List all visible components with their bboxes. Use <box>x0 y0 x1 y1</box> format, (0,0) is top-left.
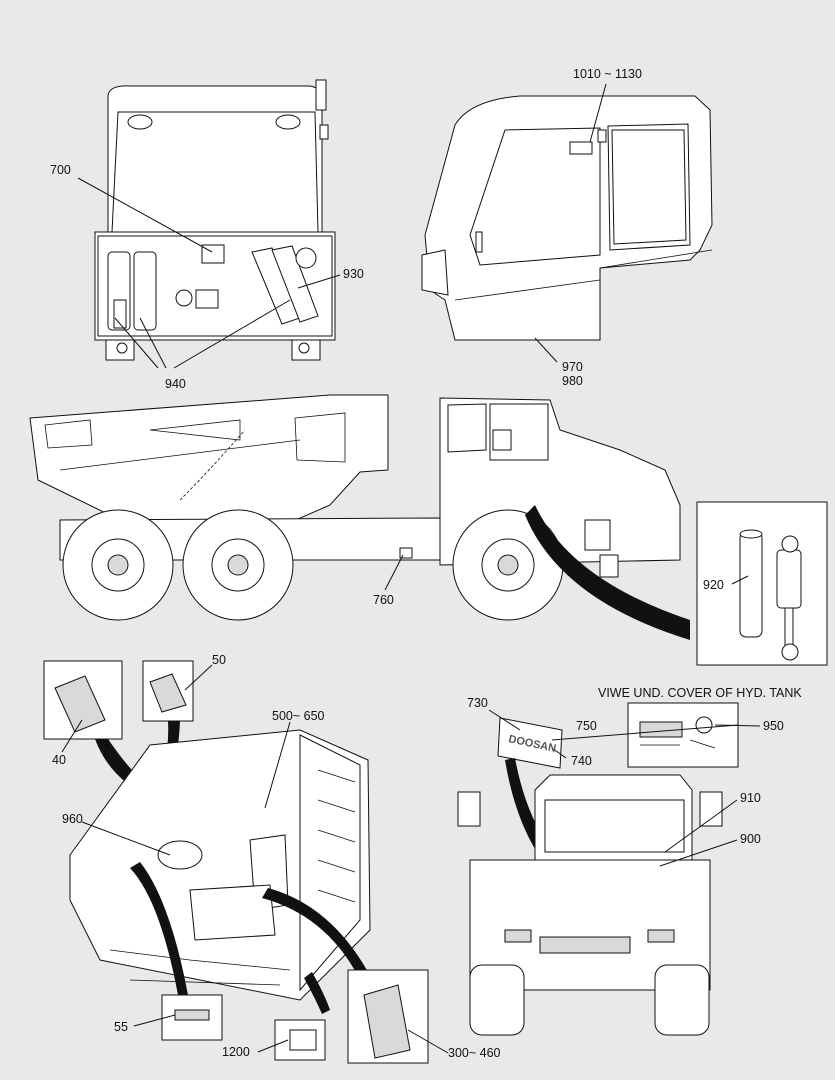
truck-front-view <box>457 702 739 1036</box>
cab-interior-view <box>43 660 429 1064</box>
callout-labels: 700 930 940 1010 ~ 1130 970 980 920 760 … <box>50 67 802 1060</box>
leader-lines <box>61 83 761 1054</box>
callout-730: 730 <box>467 696 488 710</box>
cab-rear-view <box>94 79 336 361</box>
truck-side-view <box>29 394 681 621</box>
hyd-tank-caption: VIWE UND. COVER OF HYD. TANK <box>598 686 802 700</box>
callout-55: 55 <box>114 1020 128 1034</box>
callout-300-460: 300~ 460 <box>448 1046 501 1060</box>
callout-740: 740 <box>571 754 592 768</box>
cab-side-view <box>421 95 713 341</box>
callout-40: 40 <box>52 753 66 767</box>
callout-1010-1130: 1010 ~ 1130 <box>573 67 642 81</box>
callout-500-650: 500~ 650 <box>272 709 325 723</box>
callout-900: 900 <box>740 832 761 846</box>
callout-960: 960 <box>62 812 83 826</box>
callout-950: 950 <box>763 719 784 733</box>
callout-750: 750 <box>576 719 597 733</box>
callout-920: 920 <box>703 578 724 592</box>
callout-980: 980 <box>562 374 583 388</box>
cylinder-detail-box <box>525 501 828 666</box>
callout-760: 760 <box>373 593 394 607</box>
callout-970: 970 <box>562 360 583 374</box>
callout-50: 50 <box>212 653 226 667</box>
callout-700: 700 <box>50 163 71 177</box>
callout-910: 910 <box>740 791 761 805</box>
callout-930: 930 <box>343 267 364 281</box>
callout-940: 940 <box>165 377 186 391</box>
callout-1200: 1200 <box>222 1045 250 1059</box>
